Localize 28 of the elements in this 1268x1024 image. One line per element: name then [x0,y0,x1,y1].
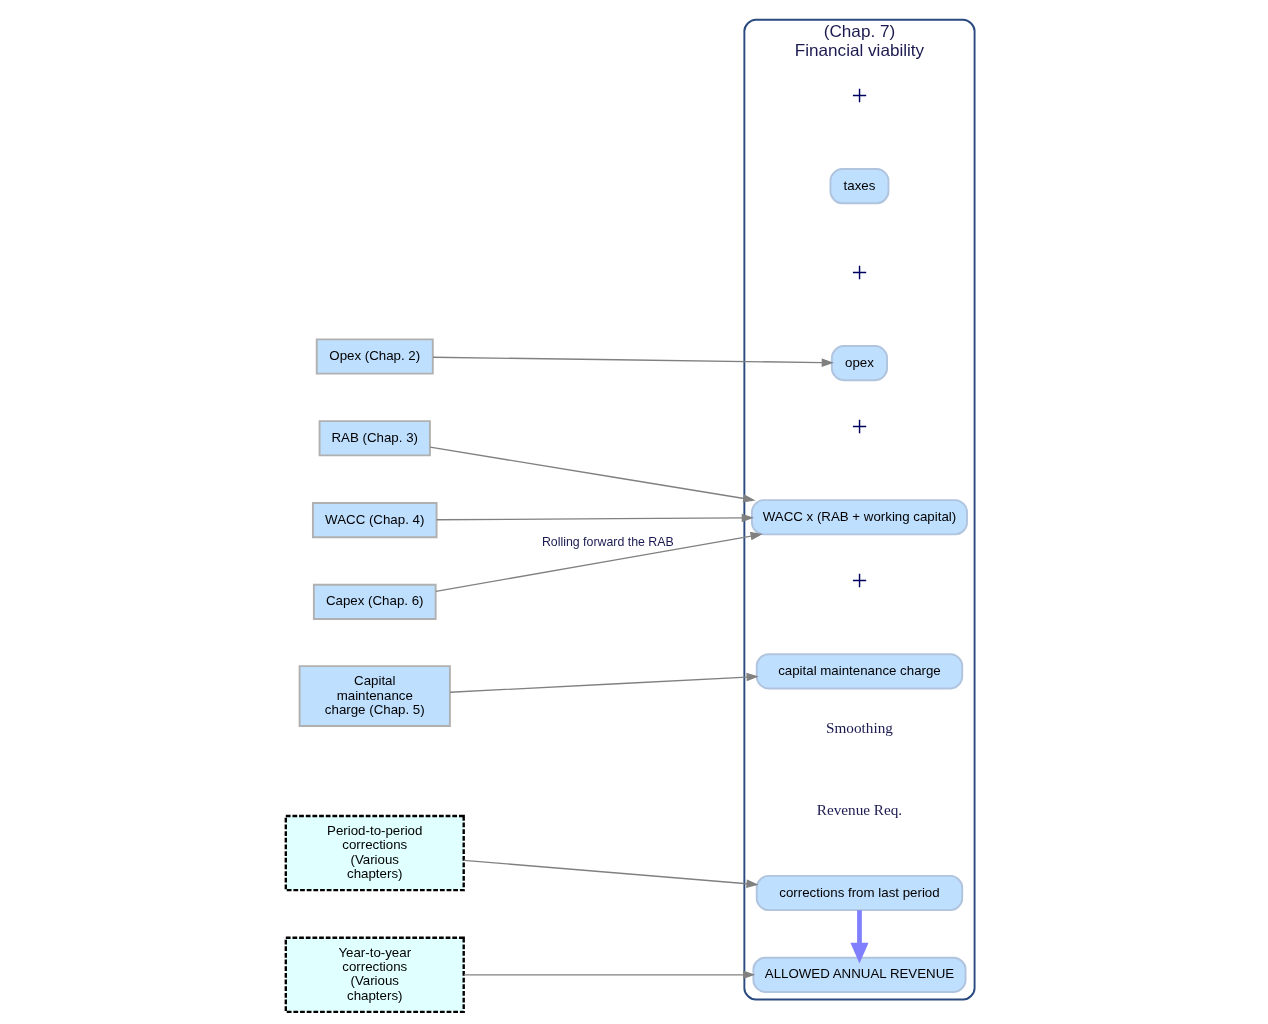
label: + [851,256,868,288]
arrow [429,446,756,503]
arrow [449,672,759,693]
arrow [432,356,834,367]
label: + [851,410,868,442]
label: Smoothing [826,719,893,736]
node-box: WACC x (RAB + working capital) [751,499,968,536]
node-box: taxes [829,168,890,205]
edge-label: Rolling forward the RAB [541,535,674,550]
node-box: ALLOWED ANNUAL REVENUE [752,956,967,993]
label: Revenue Req. [816,800,903,818]
node-box: Opex (Chap. 2) [315,338,434,375]
node-box: Capital maintenance charge (Chap. 5) [298,665,451,727]
node-box: corrections from last period [755,874,964,912]
node-box: Period-to-period corrections (Various chapters) [284,814,465,892]
arrow [463,859,759,888]
node-box: WACC (Chap. 4) [311,502,438,539]
node-box: RAB (Chap. 3) [318,420,431,457]
label: + [851,565,868,597]
node-box: opex [830,345,888,382]
arrow [850,910,869,964]
label: + [851,79,868,111]
node-box: Capex (Chap. 6) [312,583,437,620]
node-box: capital maintenance charge [755,653,964,690]
arrow [435,513,754,523]
arrow [435,531,763,592]
node-box: Year-to-year corrections (Various chapters) [284,936,465,1014]
arrow [463,970,756,980]
